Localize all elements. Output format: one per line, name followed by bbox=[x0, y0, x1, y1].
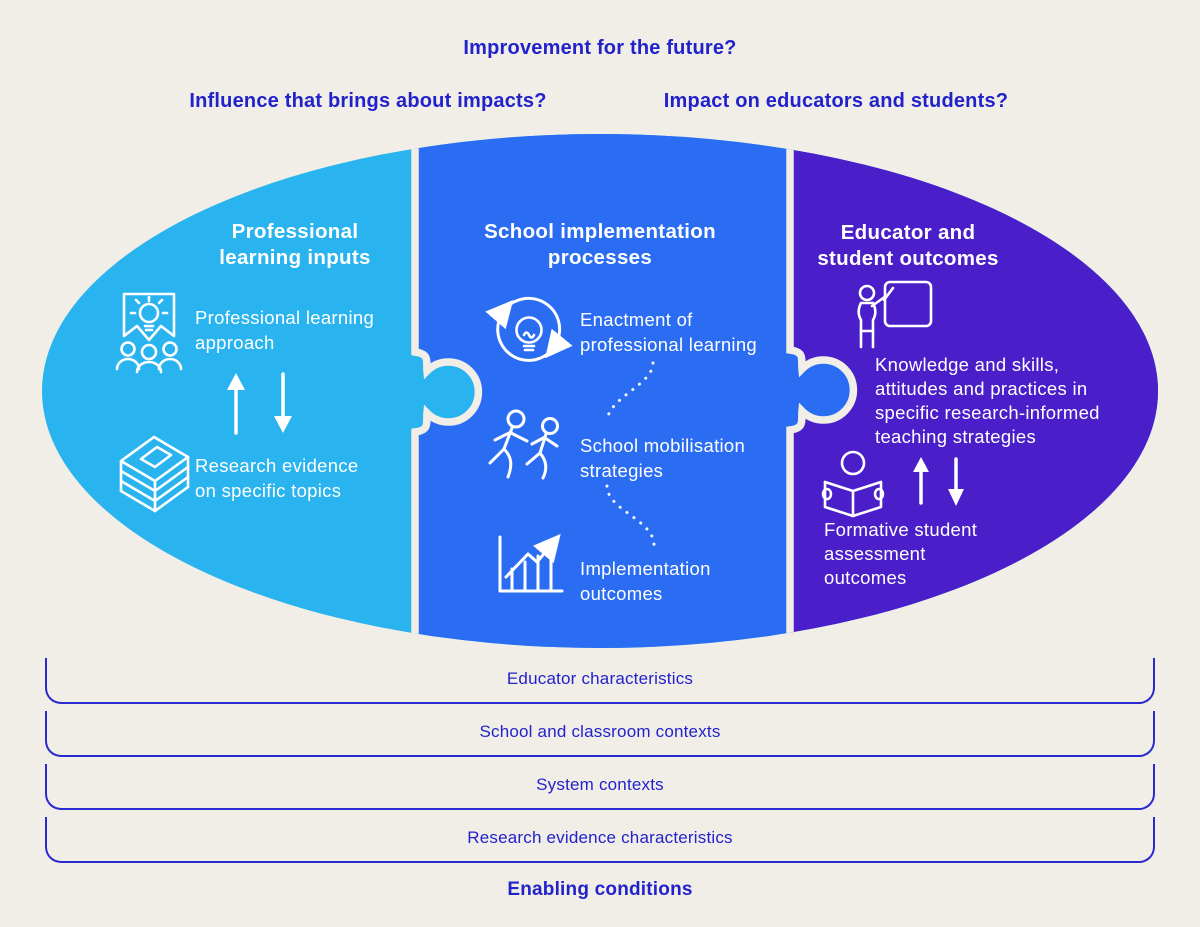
down-arrow bbox=[274, 372, 292, 433]
puzzle-separator-left bbox=[411, 134, 483, 648]
bracket-educator-characteristics: Educator characteristics bbox=[45, 658, 1155, 704]
reading-person-icon bbox=[821, 450, 885, 518]
puzzle-separator-right bbox=[786, 134, 858, 648]
cycle-lightbulb-icon bbox=[485, 296, 573, 362]
title-school-implementation-processes: School implementation processes bbox=[484, 220, 716, 269]
enabling-conditions-title: Enabling conditions bbox=[507, 879, 693, 900]
label-research-evidence: Research evidence on specific topics bbox=[195, 455, 359, 501]
title-educator-student-outcomes: Educator and student outcomes bbox=[817, 221, 999, 270]
up-arrow bbox=[227, 373, 245, 435]
bracket-label: Research evidence characteristics bbox=[467, 828, 733, 847]
label-formative-assessment: Formative student assessment outcomes bbox=[824, 519, 978, 588]
label-mobilisation: School mobilisation strategies bbox=[580, 435, 746, 481]
bracket-label: Educator characteristics bbox=[506, 669, 694, 688]
teacher-board-icon bbox=[857, 280, 933, 349]
down-arrow bbox=[948, 457, 964, 506]
running-people-icon bbox=[488, 409, 559, 480]
question-influence: Influence that brings about impacts? bbox=[189, 90, 547, 112]
label-enactment: Enactment of professional learning bbox=[580, 309, 758, 355]
bracket-research-evidence-characteristics: Research evidence characteristics bbox=[45, 817, 1155, 863]
bar-chart-icon bbox=[498, 533, 564, 593]
bracket-label: System contexts bbox=[536, 775, 664, 794]
question-improvement: Improvement for the future? bbox=[463, 37, 737, 59]
book-stack-icon bbox=[119, 435, 190, 513]
bracket-label: School and classroom contexts bbox=[479, 722, 721, 741]
title-professional-learning-inputs: Professional learning inputs bbox=[219, 220, 371, 269]
up-arrow bbox=[913, 457, 929, 505]
label-implementation-outcomes: Implementation outcomes bbox=[580, 558, 711, 604]
idea-sharing-icon bbox=[115, 292, 183, 374]
dotted-connector-1 bbox=[605, 361, 655, 424]
bracket-system-contexts: System contexts bbox=[45, 764, 1155, 810]
label-knowledge-skills: Knowledge and skills, attitudes and prac… bbox=[875, 354, 1100, 447]
question-impact: Impact on educators and students? bbox=[663, 90, 1009, 112]
bracket-school-classroom-contexts: School and classroom contexts bbox=[45, 711, 1155, 757]
label-professional-learning-approach: Professional learning approach bbox=[195, 307, 375, 353]
